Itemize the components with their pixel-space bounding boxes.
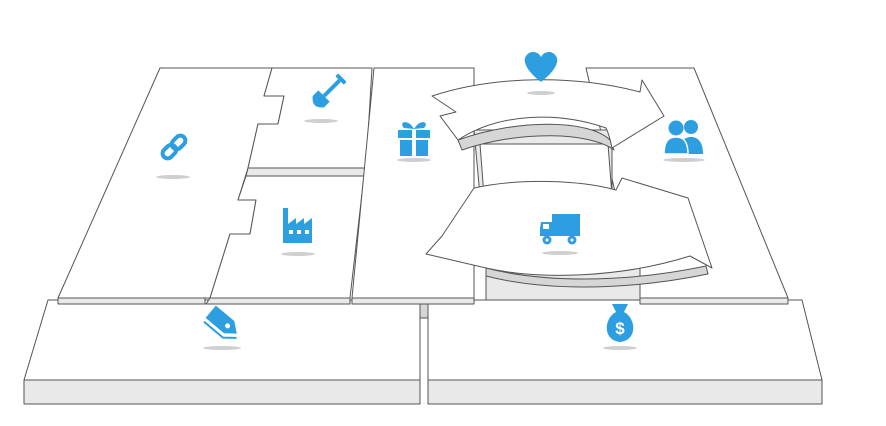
gift-icon-shadow [397, 158, 431, 162]
truck-icon-shadow [542, 251, 578, 255]
key-activities-front-face [245, 167, 367, 177]
cost-structure-front-face [23, 379, 421, 405]
key-partners-front-face [57, 297, 206, 305]
cost-structure-panel [23, 299, 421, 405]
key-resources-front-face [205, 297, 351, 305]
gift-icon [398, 122, 430, 156]
price-tag-icon-shadow [203, 346, 241, 350]
link-icon [160, 133, 188, 161]
truck-icon [540, 214, 580, 245]
customer-relationships-arrow-underside [457, 123, 615, 151]
key-activities-top-face [247, 67, 373, 169]
customer-relationships-arrow-top-face [431, 79, 665, 149]
users-icon-shadow [663, 158, 705, 162]
key-activities-panel [245, 67, 373, 177]
price-tag-icon [203, 305, 237, 339]
link-icon-shadow [156, 175, 190, 179]
shovel-icon [312, 73, 347, 108]
svg-text:$: $ [615, 319, 625, 338]
money-bag-icon: $ [606, 304, 634, 342]
icon-shadows [156, 91, 705, 350]
heart-icon [524, 51, 558, 82]
value-propositions-front-face [351, 297, 475, 305]
users-icon [663, 120, 703, 155]
money-bag-icon-shadow [603, 346, 637, 350]
customer-relationships-arrow [431, 79, 665, 151]
factory-icon [283, 208, 312, 243]
revenue-streams-front-face [427, 379, 823, 405]
channels-arrow-underside [485, 265, 709, 288]
factory-icon-shadow [281, 252, 315, 256]
shovel-icon-shadow [304, 119, 338, 123]
heart-icon-shadow [527, 91, 555, 95]
customer-segments-front-face [639, 297, 789, 305]
